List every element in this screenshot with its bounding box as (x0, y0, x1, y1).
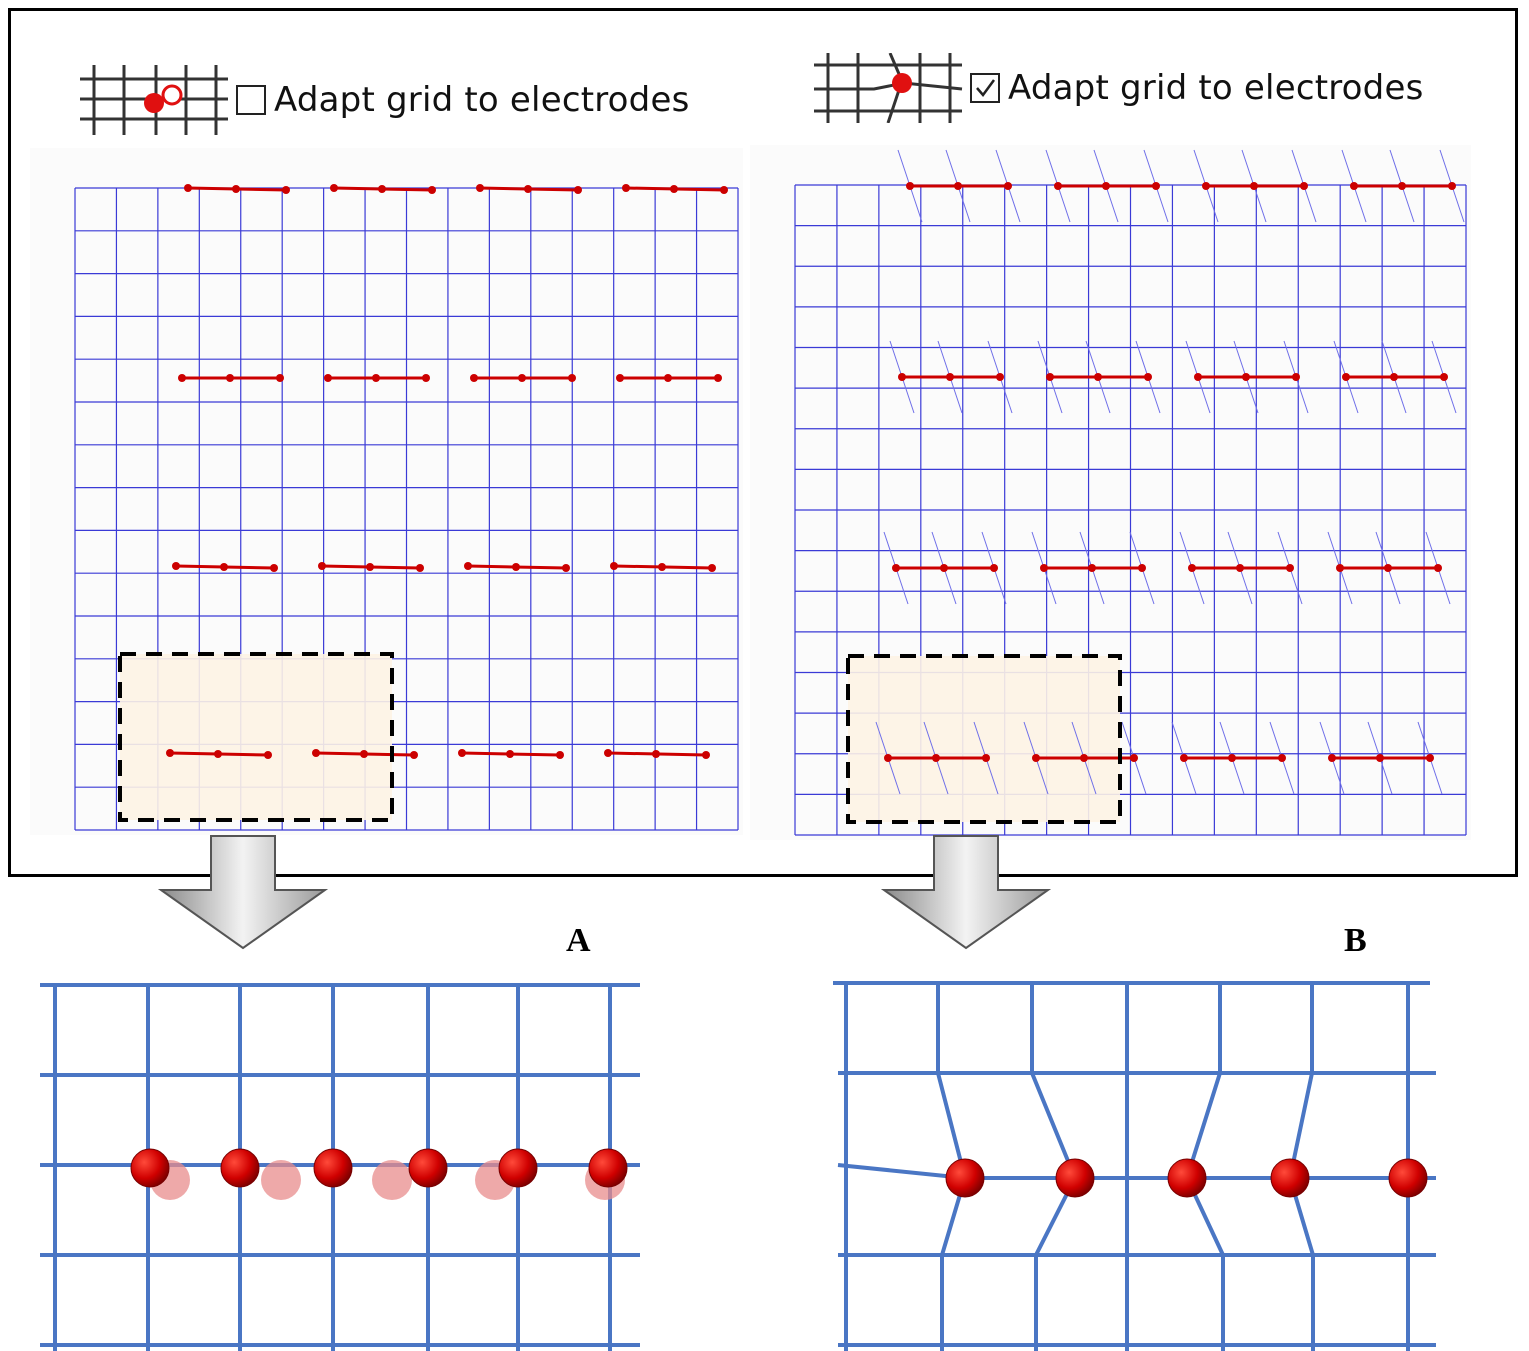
electrode-ghost (150, 1160, 190, 1200)
electrode (130, 1148, 170, 1188)
electrode-ghost (261, 1160, 301, 1200)
panel-label-b: B (1344, 922, 1367, 959)
electrode (313, 1148, 353, 1188)
electrode (1167, 1158, 1207, 1198)
electrode-ghost (475, 1160, 515, 1200)
electrode (588, 1148, 628, 1188)
screenshot-frame (8, 8, 1518, 877)
electrode (945, 1158, 985, 1198)
electrode (498, 1148, 538, 1188)
right-checkbox[interactable] (970, 73, 1000, 103)
grid-adapted-icon (814, 53, 963, 123)
panel-label-a: A (566, 922, 591, 959)
checkmark-icon (976, 79, 996, 98)
right-adapt-option[interactable]: Adapt grid to electrodes (814, 53, 1424, 123)
right-option-label: Adapt grid to electrodes (1008, 68, 1424, 108)
electrode (408, 1148, 448, 1188)
zoom-grid-line (837, 1163, 1436, 1180)
zoom-grid-line (1287, 983, 1315, 1351)
zoom-grid-line (936, 983, 968, 1351)
electrode (1270, 1158, 1310, 1198)
electrode (1055, 1158, 1095, 1198)
left-checkbox[interactable] (236, 85, 266, 115)
zoom-grid-line (1030, 983, 1078, 1351)
grid-icon (80, 65, 228, 135)
electrode-ghost (585, 1160, 625, 1200)
left-adapt-option[interactable]: Adapt grid to electrodes (80, 65, 690, 135)
left-option-label: Adapt grid to electrodes (274, 80, 690, 120)
electrode (220, 1148, 260, 1188)
checkbox-icon (238, 87, 264, 113)
electrode (1388, 1158, 1428, 1198)
zoom-panel-b (833, 981, 1436, 1351)
zoom-grid-line (1184, 983, 1225, 1351)
electrode-ghost (372, 1160, 412, 1200)
zoom-panel-a (40, 983, 640, 1351)
